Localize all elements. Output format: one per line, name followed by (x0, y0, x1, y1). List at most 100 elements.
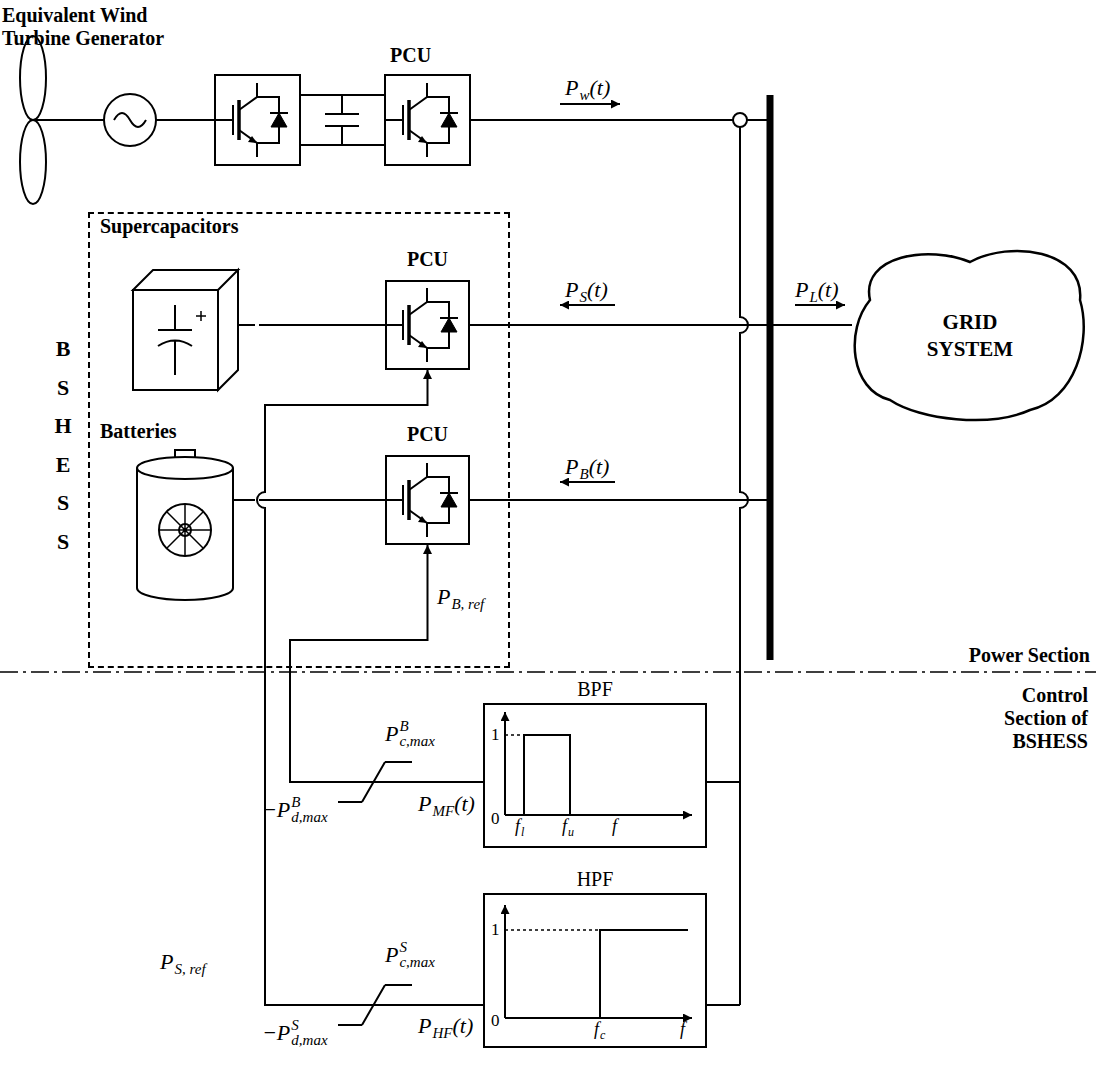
signal-label: P (437, 585, 450, 609)
wind-turbine-part (33, 119, 104, 121)
battery-icon-part (137, 468, 233, 600)
pcu-switches-part (385, 463, 458, 537)
signal-label: −P (262, 1021, 290, 1045)
signal-label: P (565, 278, 578, 302)
section-divider-part (0, 671, 1096, 673)
section-label: Control Section of BSHESS (958, 684, 1088, 753)
node-title: GRID SYSTEM (910, 309, 1030, 362)
signal-label: f (562, 817, 567, 837)
filter-response-part (524, 735, 570, 815)
supercapacitor-icon-part (196, 311, 206, 321)
signal-label: −P (262, 798, 290, 822)
node-heading: BPF (485, 678, 705, 700)
signal-label: (t) (587, 278, 608, 302)
signal-connector (257, 370, 483, 1005)
wind-converter-part (215, 83, 288, 157)
section-label: Power Section (969, 644, 1090, 667)
signal-label: (t) (589, 455, 610, 479)
signal-label: (t) (454, 792, 475, 816)
signal-label: 0 (491, 810, 500, 829)
power-arrows-part (795, 304, 845, 306)
battery-icon-part (233, 499, 255, 501)
node-title: Batteries (100, 420, 259, 442)
supercapacitor-bank: Supercapacitors (100, 215, 259, 395)
signal-label: MF (432, 803, 454, 820)
signal-label: S, ref (174, 961, 205, 978)
supercapacitor-icon (133, 270, 255, 390)
signal-label: f (515, 817, 520, 837)
signal-label: f (680, 1020, 685, 1040)
pcu-switches-part (385, 288, 458, 362)
signal-connector (259, 324, 385, 326)
signal-label: P (385, 722, 398, 746)
signal-label: 1 (491, 921, 500, 940)
power-arrows-part (560, 103, 620, 105)
wind-converter (215, 75, 767, 165)
ac-bus-part (470, 325, 852, 500)
signal-label: P (385, 943, 398, 967)
filter-response-part (505, 814, 692, 816)
signal-connector (290, 545, 483, 782)
section-divider (0, 671, 1096, 673)
measurement-line-part (707, 127, 748, 1005)
measurement-line (707, 113, 748, 1005)
battery-bank: Batteries (100, 420, 259, 605)
signal-label: B (579, 466, 588, 483)
signal-label: L (809, 289, 817, 306)
battery-icon-part (137, 457, 233, 479)
signal-label: 0 (491, 1012, 500, 1031)
signal-label: B (291, 794, 300, 811)
node-title: Supercapacitors (100, 215, 259, 237)
vertical-heading: BSHESS (52, 330, 74, 561)
grid-system: GRID SYSTEM (850, 248, 1090, 423)
signal-label: P (418, 1014, 431, 1038)
ac-bus-part (767, 95, 774, 660)
title-label: Equivalent Wind Turbine Generator (2, 4, 212, 50)
signal-label: (t) (818, 278, 839, 302)
signal-label: P (418, 792, 431, 816)
signal-label: d,max (291, 1032, 327, 1049)
pcu-switches (385, 288, 458, 537)
wind-converter-part (385, 75, 470, 165)
wind-converter-part (300, 95, 385, 145)
power-arrows (560, 104, 845, 482)
signal-label: P (565, 455, 578, 479)
wind-converter-part (385, 83, 458, 157)
signal-label: f (594, 1020, 599, 1040)
filter-response-part (600, 930, 688, 1018)
supercapacitor-icon-part (238, 324, 255, 326)
limiter-symbol (338, 762, 412, 1025)
signal-label: c,max (399, 733, 434, 750)
ac-bus (470, 95, 852, 660)
filter-response-part (505, 929, 600, 931)
converter-box: PCU (385, 455, 470, 545)
power-arrows-part (560, 304, 615, 306)
filter-response-part (504, 905, 506, 1018)
signal-label: c (600, 1029, 605, 1042)
node-heading: PCU (357, 248, 498, 270)
signal-label: l (521, 826, 524, 839)
signal-label: S (399, 939, 407, 956)
battery-icon-part (159, 504, 211, 556)
filter-response (505, 712, 692, 1018)
wind-turbine-part (114, 113, 146, 127)
signal-label: 1 (491, 726, 500, 745)
filter-response-part (505, 1017, 692, 1019)
wind-converter-part (470, 119, 767, 121)
filter-response-part (504, 712, 506, 815)
signal-label: S (291, 1017, 299, 1034)
signal-label: u (568, 826, 574, 839)
signal-label: P (160, 950, 173, 974)
battery-icon-part (159, 504, 211, 556)
converter-box: PCU (385, 280, 470, 370)
signal-label: f (612, 817, 617, 837)
signal-label: (t) (589, 76, 610, 100)
wind-converter-part (215, 75, 300, 165)
signal-label: P (795, 278, 808, 302)
signal-label: PCU (390, 44, 431, 67)
signal-label: d,max (291, 809, 327, 826)
signal-connector (259, 499, 385, 501)
node-heading: HPF (485, 868, 705, 890)
signal-label: B, ref (451, 596, 484, 613)
